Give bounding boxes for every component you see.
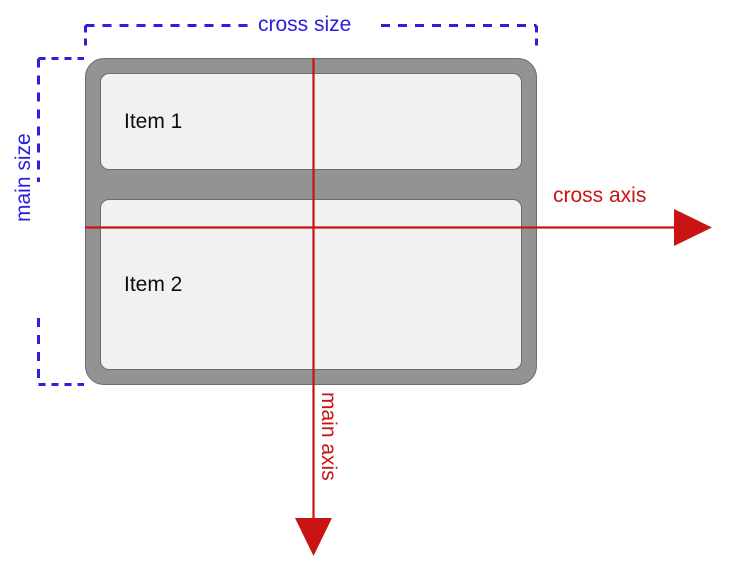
- cross-size-label: cross size: [258, 13, 352, 36]
- cross-axis-arrow: [85, 209, 712, 246]
- flex-item-1-label: Item 1: [124, 109, 183, 133]
- cross-axis-label: cross axis: [553, 184, 647, 207]
- main-axis-arrow: [295, 58, 332, 556]
- main-size-label: main size: [12, 133, 35, 222]
- flex-item-2-label: Item 2: [124, 272, 183, 296]
- cross-axis-arrowhead: [674, 209, 712, 246]
- main-axis-label: main axis: [317, 392, 340, 481]
- main-axis-arrowhead: [295, 518, 332, 556]
- cross-size-bracket: [84, 24, 538, 52]
- flex-item-1: Item 1: [100, 73, 522, 170]
- main-size-bracket: [37, 57, 84, 386]
